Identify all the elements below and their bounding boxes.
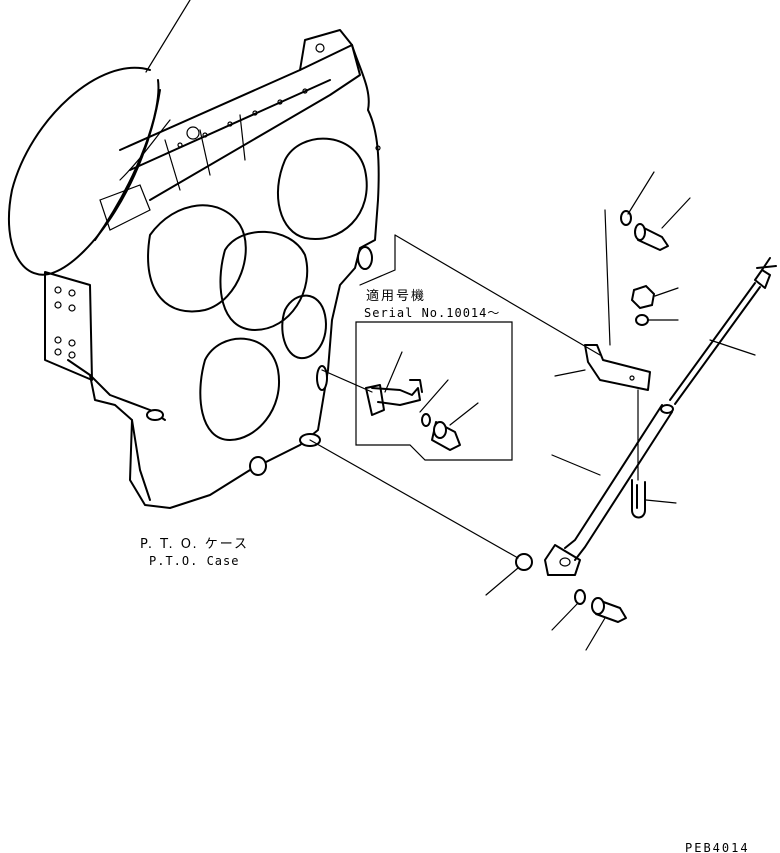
pto-case: [44, 29, 381, 509]
pto-case-label-en: P.T.O. Case: [149, 554, 239, 568]
o-ring-leader: [145, 0, 191, 73]
o-ring: [7, 67, 161, 276]
serial-range-label: Serial No.10014～: [364, 306, 500, 320]
pto-case-label-jp: P. T. O. ケース: [140, 537, 249, 552]
oil-level-gauge: [309, 171, 777, 651]
applicable-serial-label-jp: 適用号機: [366, 288, 426, 304]
serial-inset-box: [321, 321, 513, 461]
drawing-code: PEB4014: [685, 841, 750, 853]
